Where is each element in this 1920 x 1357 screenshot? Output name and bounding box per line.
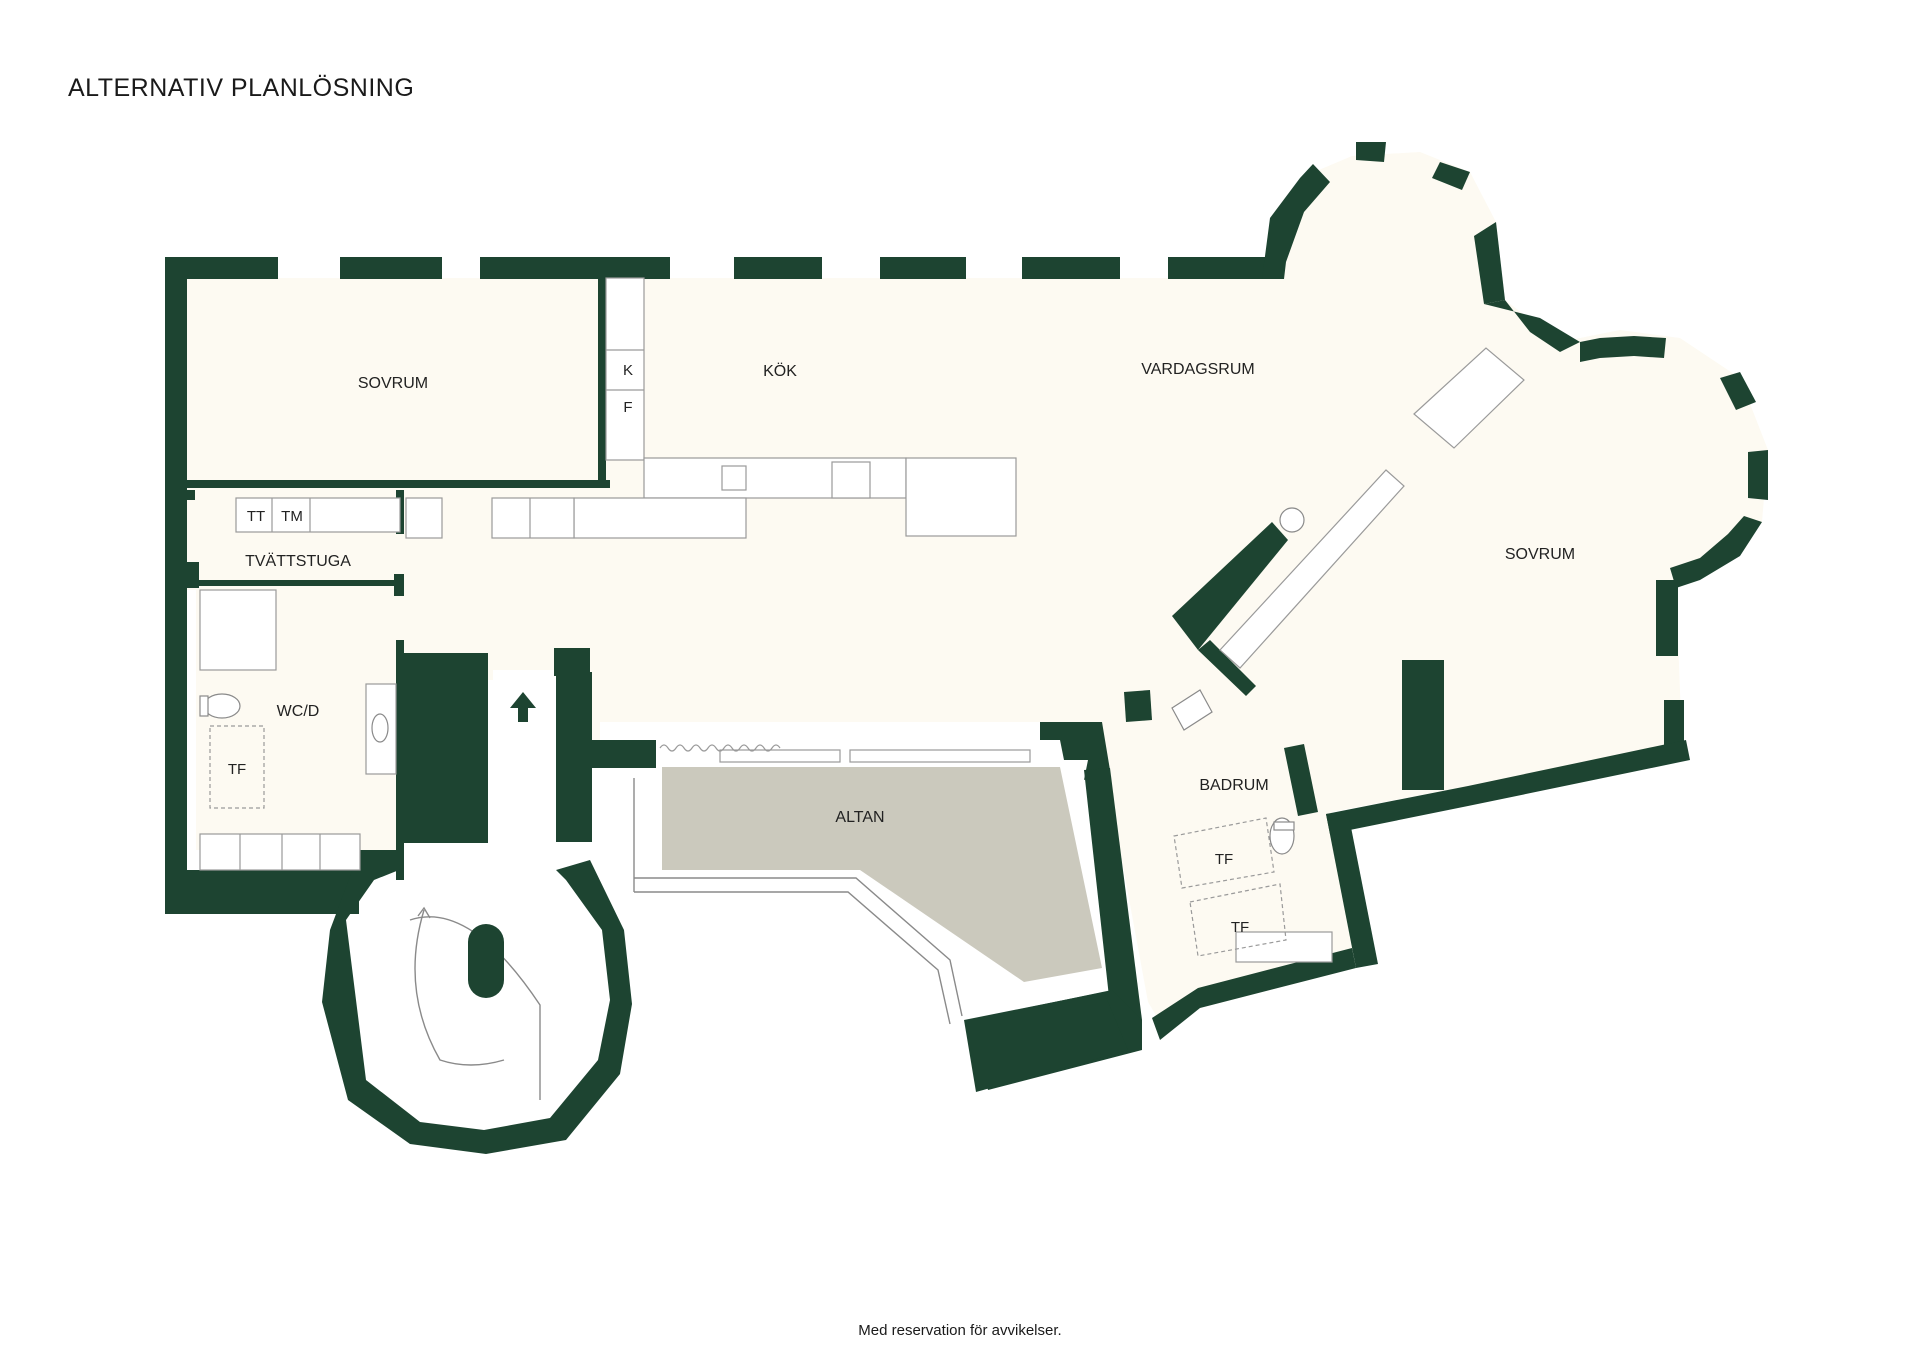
fixture-labels: K F TT TM TF TF TF — [228, 362, 1249, 936]
stair-arrow-path — [414, 909, 505, 1066]
terrace-railing-inner — [634, 891, 951, 1025]
fixtures — [199, 277, 1525, 963]
room-labels: SOVRUM KÖK VARDAGSRUM TVÄTTSTUGA WC/D AL… — [245, 361, 1575, 826]
fixture-label-tf-wc: TF — [228, 761, 246, 778]
shower-areas — [209, 725, 1287, 957]
fixture-outlines-terrace — [659, 744, 1031, 763]
room-label-vardagsrum: VARDAGSRUM — [1141, 361, 1255, 378]
floor-areas — [185, 152, 1768, 1022]
fixture-label-tf-bad-2: TF — [1231, 919, 1249, 936]
room-label-wcd: WC/D — [277, 703, 320, 720]
fixture-label-tt: TT — [247, 508, 265, 525]
room-label-kok: KÖK — [763, 362, 797, 380]
room-label-sovrum-left: SOVRUM — [358, 375, 428, 392]
thin-lines — [409, 778, 963, 1100]
room-label-sovrum-right: SOVRUM — [1505, 546, 1575, 563]
fixture-label-k: K — [623, 362, 633, 379]
fixture-label-tm: TM — [281, 508, 303, 525]
main-floor — [185, 152, 1768, 1022]
arrow-up-icon — [510, 692, 536, 722]
room-label-tvattstuga: TVÄTTSTUGA — [245, 552, 351, 570]
sanitary — [199, 507, 1305, 855]
terrace-railing — [634, 877, 963, 1017]
fixture-label-f: F — [623, 399, 632, 416]
disclaimer-text: Med reservation för avvikelser. — [858, 1322, 1062, 1339]
fixture-label-tf-bad-1: TF — [1215, 851, 1233, 868]
terrace-area — [662, 767, 1102, 982]
walls — [165, 142, 1768, 1154]
toilet-wc — [203, 693, 241, 719]
room-label-badrum: BADRUM — [1199, 777, 1268, 794]
wall-block — [964, 992, 1128, 1092]
entrance-marker — [490, 680, 556, 870]
plan-title: ALTERNATIV PLANLÖSNING — [68, 74, 415, 102]
room-label-altan: ALTAN — [835, 809, 884, 826]
